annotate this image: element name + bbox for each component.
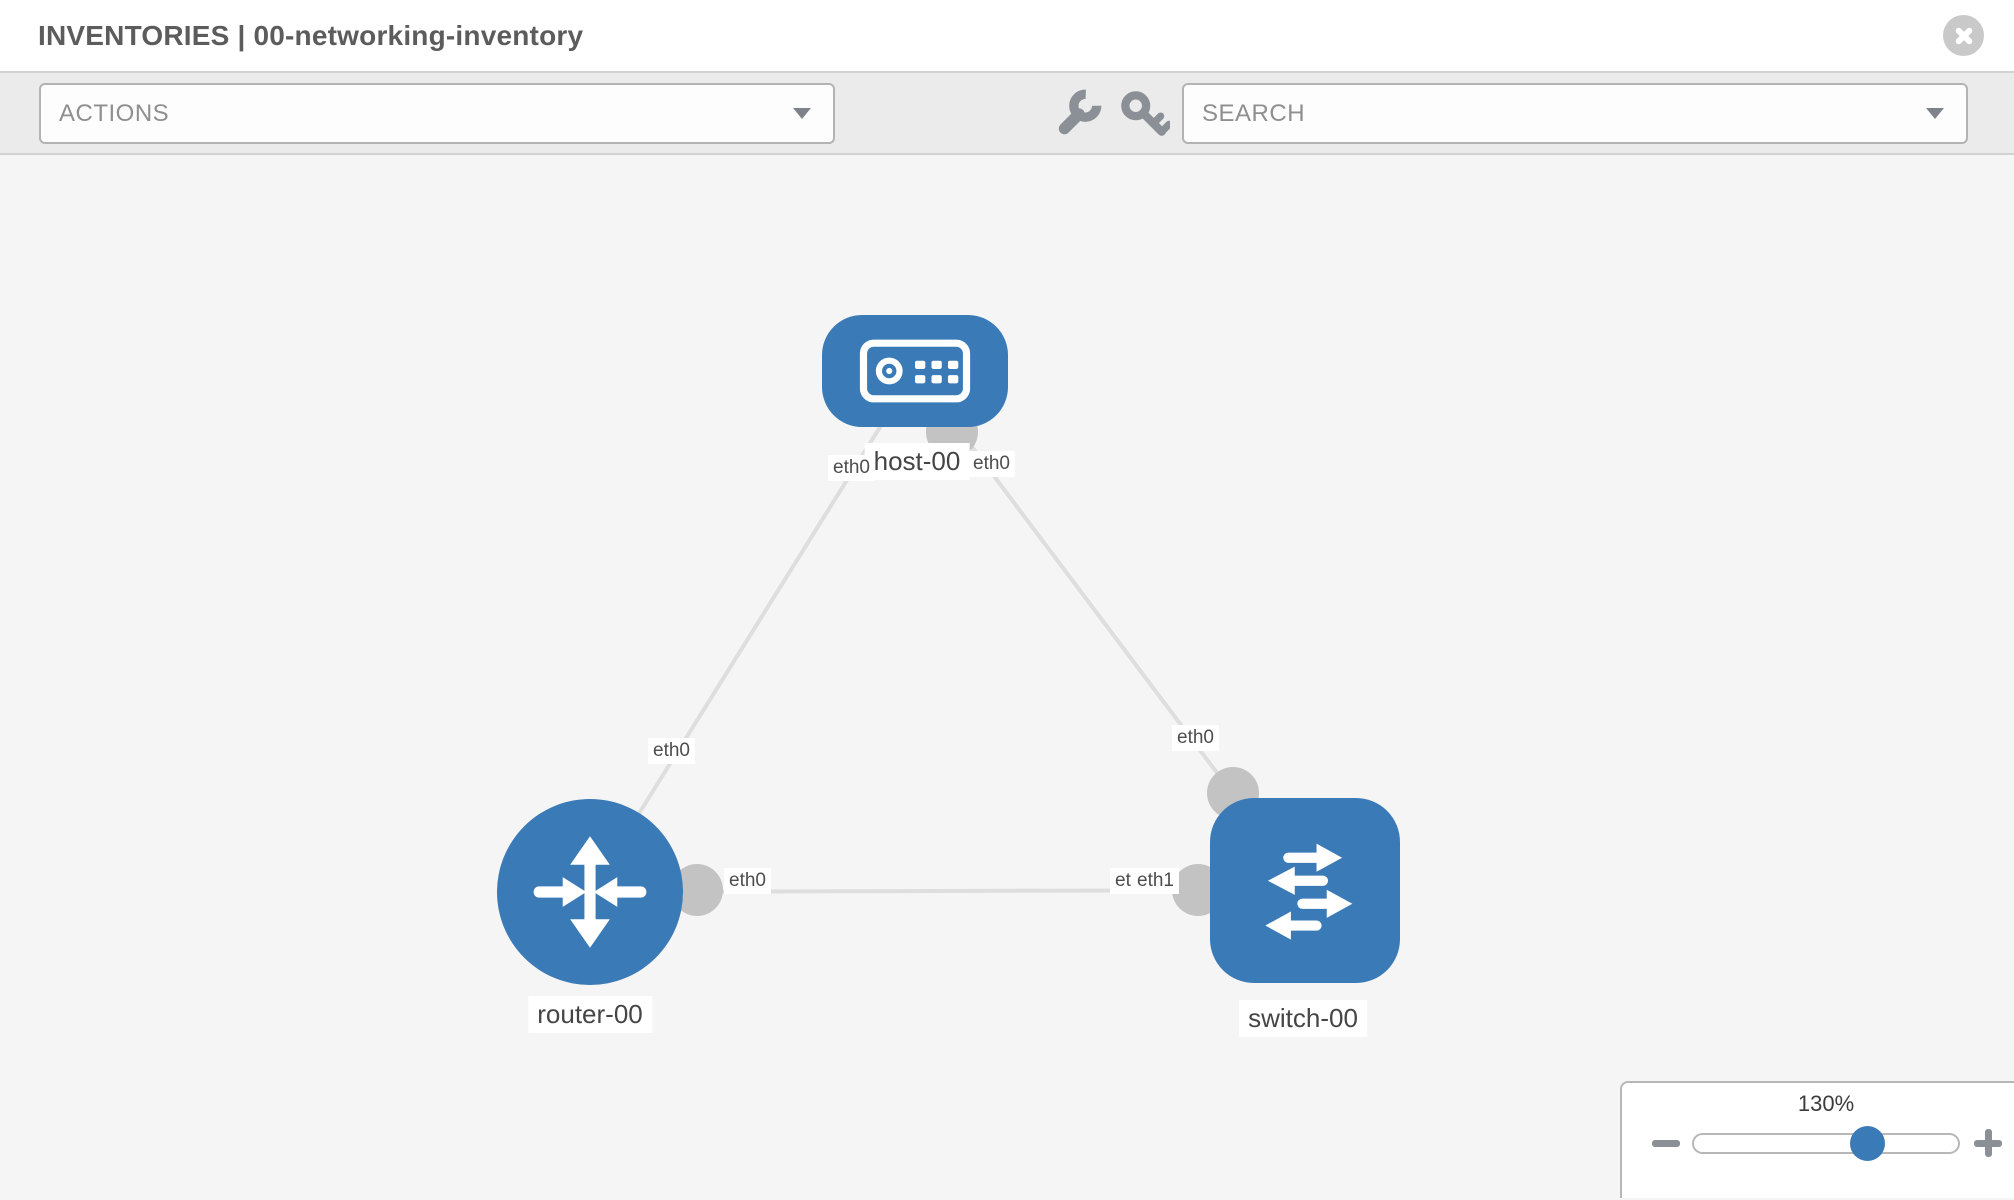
zoom-slider-thumb[interactable] [1850,1126,1885,1161]
tools-button[interactable] [1051,86,1105,140]
search-dropdown[interactable] [1182,83,1968,144]
header: INVENTORIES | 00-networking-inventory [0,0,2014,73]
search-input[interactable] [1202,99,1926,128]
links-layer [588,369,1307,894]
close-icon [1954,26,1973,45]
chevron-down-icon [1926,108,1944,119]
zoom-level-label: 130% [1797,1091,1855,1116]
port-label-switch-eth1: eth1 [1132,868,1179,894]
zoom-slider[interactable] [1692,1126,1960,1161]
actions-dropdown-label: ACTIONS [59,99,170,127]
chevron-down-icon [793,108,811,119]
node-router-00[interactable] [497,799,683,985]
node-label-router: router-00 [528,996,652,1033]
zoom-out-icon[interactable] [1652,1140,1680,1147]
close-button[interactable] [1943,15,1984,56]
topology-canvas[interactable]: host-00 router-00 switch-00 eth0 eth0 et… [0,155,2014,1198]
actions-dropdown[interactable]: ACTIONS [39,83,835,144]
host-icon [859,339,971,403]
key-icon [1121,91,1173,136]
wrench-icon [1058,89,1102,135]
node-switch-00[interactable] [1210,798,1400,983]
page-title: INVENTORIES | 00-networking-inventory [38,19,584,51]
zoom-panel: 130% [1620,1081,2014,1198]
node-label-switch: switch-00 [1239,1000,1367,1037]
credentials-button[interactable] [1116,86,1173,140]
router-icon [533,836,647,948]
port-label-switch-eth0-up: eth0 [1172,725,1219,751]
port-label-host-eth0-left: eth0 [828,455,875,481]
port-label-host-eth0-right: eth0 [968,451,1015,477]
port-label-router-eth0: eth0 [724,868,771,894]
node-label-host: host-00 [864,443,970,480]
switch-icon [1265,843,1353,940]
port-label-router-eth0-up: eth0 [648,738,695,764]
node-host-00[interactable] [822,315,1008,427]
toolbar: ACTIONS [0,73,2014,155]
zoom-in-icon[interactable] [1974,1129,2002,1157]
